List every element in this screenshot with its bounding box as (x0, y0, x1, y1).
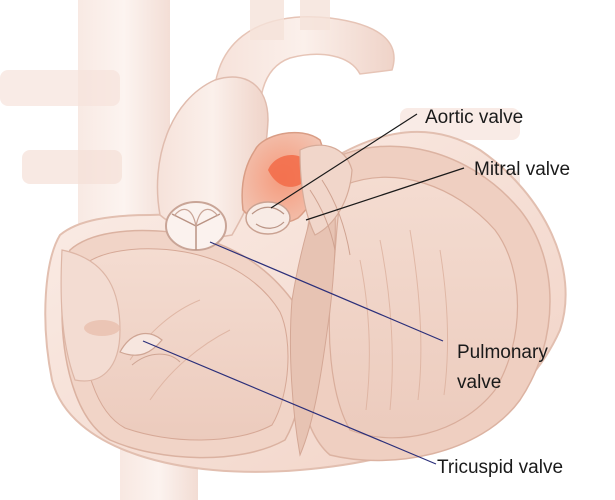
pulmonary-valve (166, 202, 226, 250)
aortic-valve-label: Aortic valve (425, 107, 523, 128)
mitral-valve-label: Mitral valve (474, 159, 570, 180)
tricuspid-valve-label: Tricuspid valve (437, 457, 563, 478)
pulmonary-valve-label-line2: valve (457, 372, 501, 393)
pulmonary-valve-label-line1: Pulmonary (457, 342, 548, 363)
